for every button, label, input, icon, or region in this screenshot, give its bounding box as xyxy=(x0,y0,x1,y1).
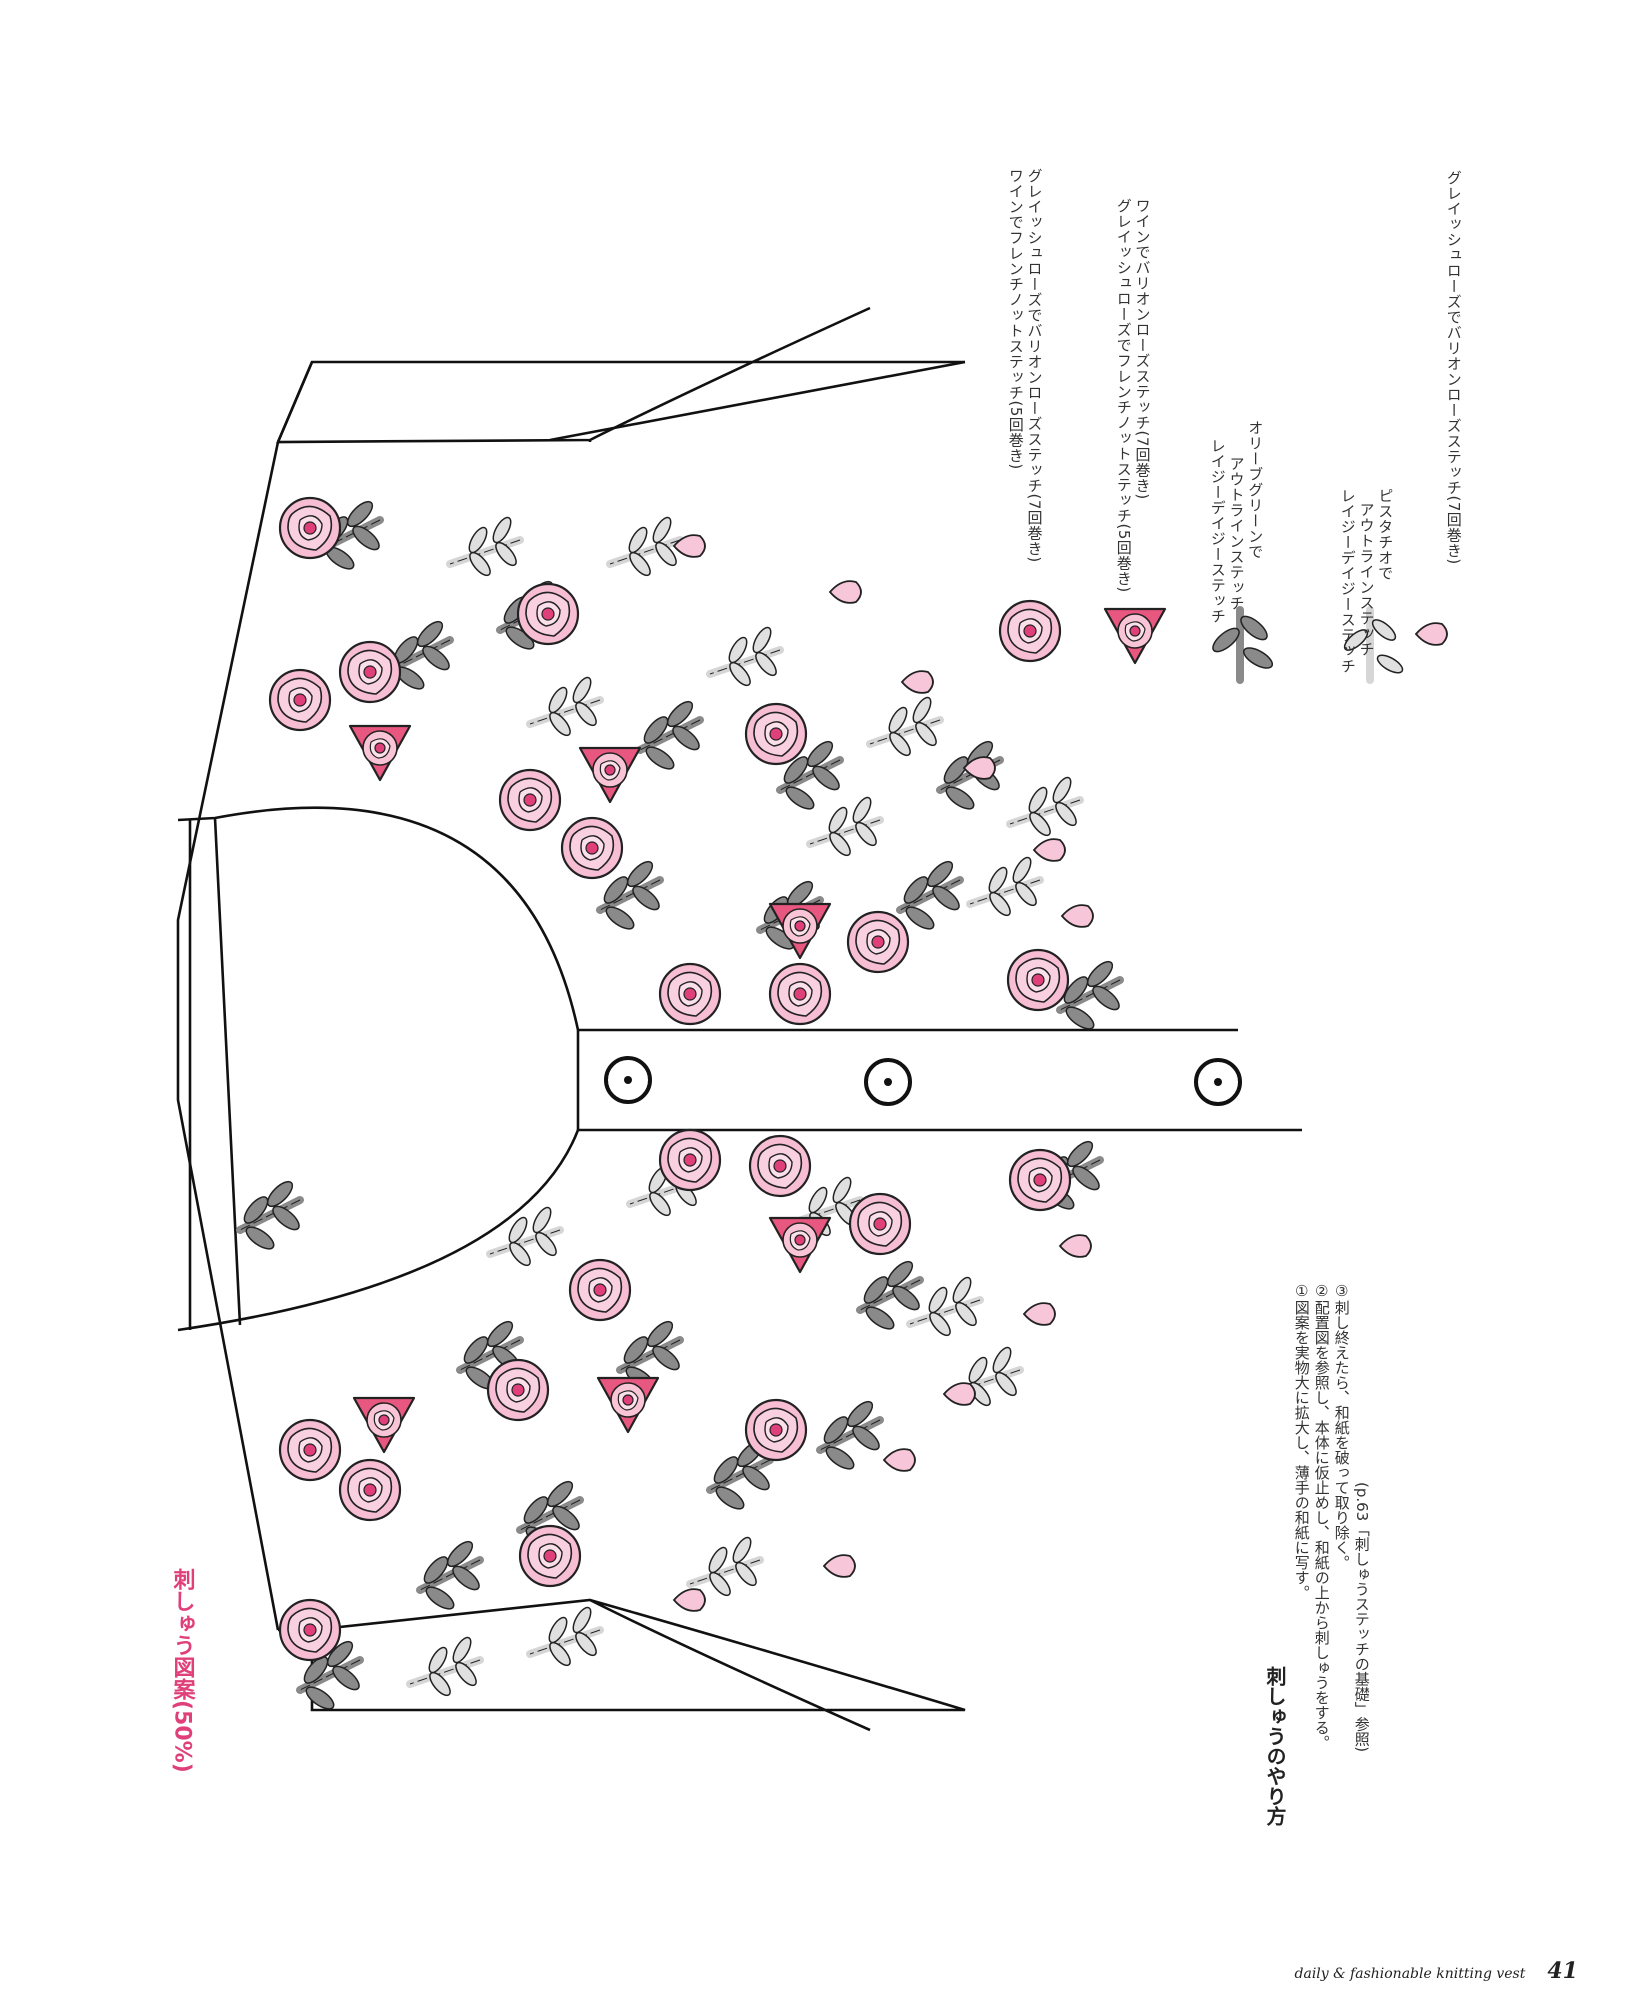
button-icon xyxy=(864,1058,912,1106)
page-number: 41 xyxy=(1547,1958,1578,1984)
legend-group-4: ピスタチオで アウトラインステッチ レイジーデイジーステッチ xyxy=(1338,488,1395,674)
button-icon xyxy=(604,1056,652,1104)
legend-group-3: オリーブグリーンで アウトラインステッチ レイジーデイジーステッチ xyxy=(1208,420,1265,624)
instructions-step: ②配置図を参照し、本体に仮止めし、和紙の上から刺しゅうをする。 xyxy=(1312,1282,1331,1750)
legend-label: アウトラインステッチ xyxy=(1227,456,1246,611)
instructions-step: (p.63「刺しゅうステッチの基礎」参照) xyxy=(1352,1482,1371,1753)
page-title: 刺しゅう図案(50%) xyxy=(169,1568,195,1773)
embroidery-upper xyxy=(268,498,1123,1033)
instructions-step: ③刺し終えたら、和紙を破って取り除く。 xyxy=(1332,1282,1351,1570)
rose-icon xyxy=(998,599,1062,663)
buttons xyxy=(604,1056,1242,1106)
embroidery-lower xyxy=(240,1128,1103,1713)
legend-group-2: ワインでバリオンローズステッチ(7回巻き) グレイッシュローズでフレンチノットス… xyxy=(1114,198,1152,593)
legend-label: レイジーデイジーステッチ xyxy=(1208,438,1227,624)
legend-label: レイジーデイジーステッチ xyxy=(1338,488,1357,674)
legend-label: グレイッシュローズでフレンチノットステッチ(5回巻き) xyxy=(1114,198,1133,593)
footer-text: daily & fashionable knitting vest xyxy=(1294,1966,1526,1982)
legend-group-5: グレイッシュローズでバリオンローズステッチ(7回巻き) xyxy=(1444,170,1463,565)
legend-label: グレイッシュローズでバリオンローズステッチ(7回巻き) xyxy=(1444,170,1463,565)
legend-label: ワインでフレンチノットステッチ(5回巻き) xyxy=(1006,168,1025,470)
legend-label: ピスタチオで xyxy=(1376,488,1395,581)
vest-outline xyxy=(176,306,1302,1732)
legend-label: ワインでバリオンローズステッチ(7回巻き) xyxy=(1133,198,1152,500)
rose-icon xyxy=(1415,622,1448,646)
legend-icons xyxy=(998,599,1448,684)
page-footer: daily & fashionable knitting vest 41 xyxy=(1295,1958,1578,1984)
legend-group-1: グレイッシュローズでバリオンローズステッチ(7回巻き) ワインでフレンチノットス… xyxy=(1006,168,1044,563)
legend-label: オリーブグリーンで xyxy=(1246,420,1265,560)
legend-label: グレイッシュローズでバリオンローズステッチ(7回巻き) xyxy=(1025,168,1044,563)
legend-label: アウトラインステッチ xyxy=(1357,502,1376,657)
leaf-sprig-icon xyxy=(1212,606,1274,684)
rose-icon xyxy=(1103,607,1167,665)
button-icon xyxy=(1194,1058,1242,1106)
leaf-sprig-icon xyxy=(1343,606,1404,684)
instructions-heading: 刺しゅうのやり方 xyxy=(1263,1666,1287,1826)
instructions-step: ①図案を実物大に拡大し、薄手の和紙に写す。 xyxy=(1292,1282,1311,1600)
